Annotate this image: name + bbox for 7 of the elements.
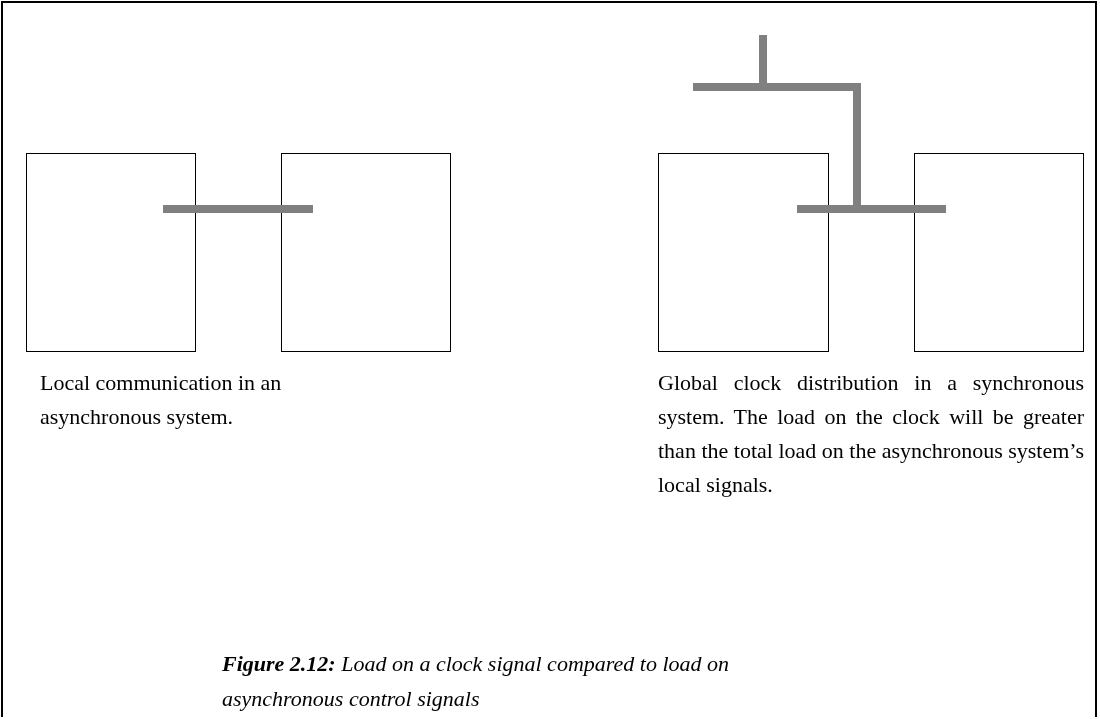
block-box xyxy=(658,153,829,352)
figure-note: Local communication in an asynchronous system. xyxy=(40,369,283,431)
block-box xyxy=(281,153,451,352)
block-box xyxy=(26,153,196,352)
figure-note: Global clock distribution in a synchronous system. The load on the clock will be greater than the total load on the asynchronous system’s local signals. xyxy=(658,369,1084,499)
figure-caption: Figure 2.12: Load on a clock signal compared to load on asynchronous control signals xyxy=(222,650,730,713)
block-box xyxy=(914,153,1084,352)
